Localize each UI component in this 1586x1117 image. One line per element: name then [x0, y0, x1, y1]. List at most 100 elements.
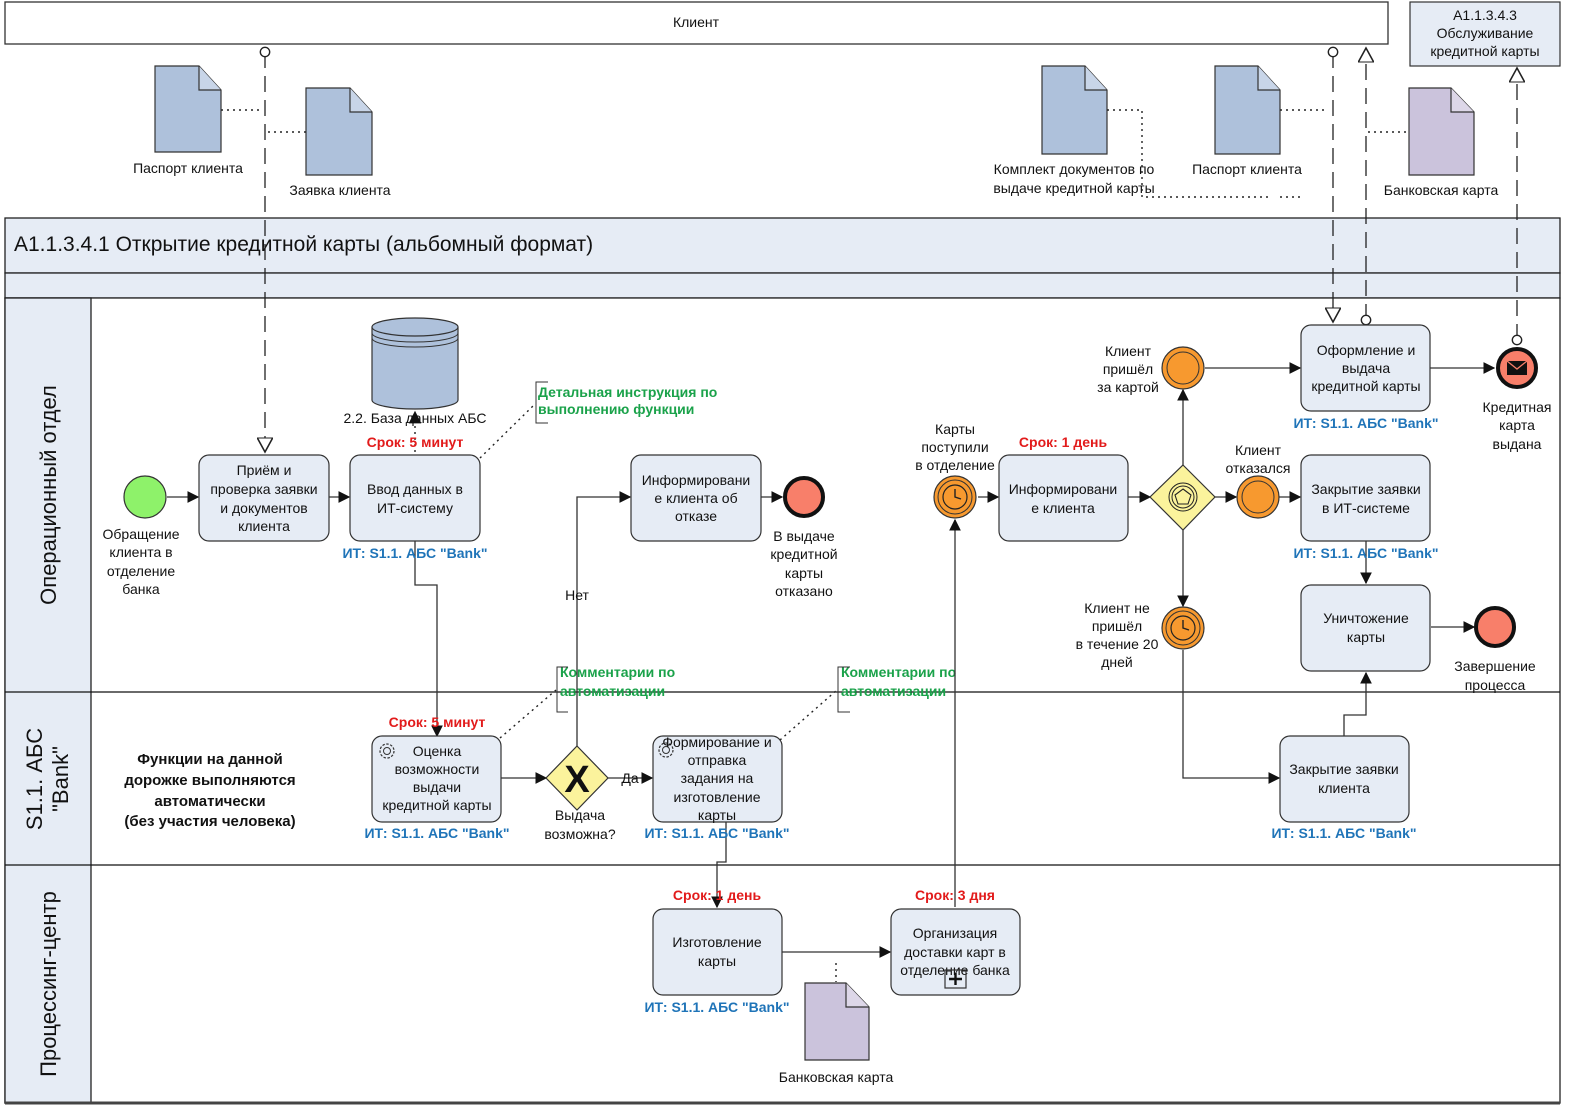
task-label: ИТ-систему — [377, 500, 453, 516]
end-event-card-issued[interactable]: Кредитная карта выдана — [1483, 347, 1552, 452]
timer-event-client-not-came[interactable]: Клиент не пришёл в течение 20 дней — [1076, 600, 1205, 670]
task-inform-client[interactable]: Информировани е клиента Срок: 1 день — [998, 434, 1129, 542]
automatic-lane-note: Функции на данной дорожке выполняются ав… — [124, 751, 295, 830]
start-event[interactable]: Обращение клиента в отделение банка — [103, 475, 180, 597]
linked-process-line: кредитной карты — [1430, 43, 1539, 59]
task-assess[interactable]: Оценка возможности выдачи кредитной карт… — [364, 714, 509, 841]
it-system-label: ИТ: S1.1. АБС "Bank" — [342, 545, 487, 561]
task-make-card[interactable]: Изготовление карты Срок: 1 день ИТ: S1.1… — [644, 887, 789, 1015]
event-label: отказано — [775, 583, 833, 599]
document-label: Банковская карта — [779, 1069, 894, 1085]
event-label: кредитной — [770, 546, 837, 562]
annotation-text: выполнению функции — [538, 401, 694, 417]
flow — [1182, 650, 1281, 784]
event-label: Клиент — [1235, 442, 1282, 458]
event-label: отделение — [107, 563, 175, 579]
document-bank-card-top[interactable]: Банковская карта — [1384, 87, 1499, 198]
task-destroy[interactable]: Уничтожение карты — [1300, 584, 1431, 672]
end-event-refused[interactable]: В выдаче кредитной карты отказано — [770, 476, 838, 599]
annotation-text: автоматизации — [841, 683, 946, 699]
document-label: Паспорт клиента — [133, 160, 243, 176]
association — [499, 689, 557, 739]
database-label: 2.2. База данных АБС — [343, 410, 486, 426]
task-label: Приём и — [237, 462, 292, 478]
event-label: дней — [1101, 654, 1133, 670]
task-label: карты — [698, 807, 736, 823]
task-delivery[interactable]: Организация доставки карт в отделение ба… — [890, 887, 1021, 996]
task-label: кредитной карты — [382, 797, 491, 813]
deadline-label: Срок: 5 минут — [389, 714, 486, 730]
sequence-flows — [167, 362, 1496, 958]
pentagon-icon — [1174, 488, 1192, 505]
association — [779, 689, 838, 741]
task-label: выдачи — [413, 779, 461, 795]
document-application[interactable]: Заявка клиента — [289, 87, 391, 198]
client-pool[interactable]: Клиент — [4, 1, 1389, 45]
client-pool-label: Клиент — [673, 14, 720, 30]
deadline-label: Срок: 1 день — [1019, 434, 1108, 450]
annotation-automation-1[interactable]: Комментарии по автоматизации — [556, 664, 675, 713]
task-input-data[interactable]: Ввод данных в ИТ-систему Срок: 5 минут И… — [342, 434, 487, 561]
document-passport-2[interactable]: Паспорт клиента — [1192, 65, 1302, 177]
task-label: Оценка — [413, 743, 462, 759]
task-close-it[interactable]: Закрытие заявки в ИТ-системе ИТ: S1.1. А… — [1293, 454, 1439, 561]
gateway-event-based[interactable] — [1149, 464, 1216, 531]
event-label: пришёл — [1092, 618, 1142, 634]
event-client-declined[interactable]: Клиент отказался — [1226, 442, 1291, 519]
document-label: Комплект документов по — [994, 161, 1155, 177]
association — [1107, 109, 1268, 198]
deadline-label: Срок: 1 день — [673, 887, 762, 903]
event-label: Клиент — [1105, 343, 1152, 359]
event-label: карта — [1499, 417, 1535, 433]
subprocess-plus-icon[interactable] — [944, 969, 967, 989]
it-system-label: ИТ: S1.1. АБС "Bank" — [644, 999, 789, 1015]
event-client-came[interactable]: Клиент пришёл за картой — [1097, 343, 1205, 395]
deadline-label: Срок: 5 минут — [367, 434, 464, 450]
task-label: Организация — [913, 925, 997, 941]
document-bank-card-bottom[interactable]: Банковская карта — [779, 982, 894, 1085]
end-event-process[interactable]: Завершение процесса — [1454, 606, 1536, 693]
task-inform-refusal[interactable]: Информировани е клиента об отказе — [630, 454, 762, 542]
event-label: карты — [785, 565, 823, 581]
annotation-instruction[interactable]: Детальная инструкция по выполнению функц… — [535, 381, 717, 424]
document-kit[interactable]: Комплект документов по выдаче кредитной … — [993, 65, 1155, 196]
it-system-label: ИТ: S1.1. АБС "Bank" — [644, 825, 789, 841]
gateway-exclusive[interactable]: X Выдача возможна? — [544, 745, 616, 842]
task-label: клиента — [238, 518, 290, 534]
flow — [1343, 671, 1372, 736]
it-system-label: ИТ: S1.1. АБС "Bank" — [1293, 415, 1438, 431]
it-system-label: ИТ: S1.1. АБС "Bank" — [364, 825, 509, 841]
lane-header-column — [4, 297, 92, 1104]
task-label: в ИТ-системе — [1322, 500, 1410, 516]
event-label: процесса — [1465, 677, 1526, 693]
timer-event-cards-arrived[interactable]: Карты поступили в отделение — [915, 421, 995, 519]
event-label: Обращение — [103, 526, 180, 542]
it-system-label: ИТ: S1.1. АБС "Bank" — [1271, 825, 1416, 841]
event-label: клиента в — [109, 544, 172, 560]
flow — [414, 541, 443, 738]
task-label: карты — [1347, 629, 1385, 645]
annotation-automation-2[interactable]: Комментарии по автоматизации — [837, 664, 956, 713]
task-close-request[interactable]: Закрытие заявки клиента ИТ: S1.1. АБС "B… — [1271, 735, 1417, 841]
gateway-label: возможна? — [544, 826, 615, 842]
lane-label-processing: Процессинг-центр — [36, 891, 61, 1077]
linked-process-box[interactable]: A1.1.3.4.3 Обслуживание кредитной карты — [1409, 1, 1561, 67]
event-label: банка — [122, 581, 160, 597]
task-label: проверка заявки — [210, 481, 317, 497]
document-passport-1[interactable]: Паспорт клиента — [133, 65, 243, 176]
task-label: Информировани — [1009, 481, 1118, 497]
event-label: Кредитная — [1483, 399, 1552, 415]
flow-label-yes: Да — [621, 770, 638, 786]
task-label: выдача — [1342, 360, 1390, 376]
task-form-task[interactable]: Формирование и отправка задания на изгот… — [644, 734, 789, 841]
task-label: Закрытие заявки — [1311, 481, 1420, 497]
task-receive[interactable]: Приём и проверка заявки и документов кли… — [198, 454, 330, 542]
linked-process-line: Обслуживание — [1437, 25, 1534, 41]
lane-label-operations: Операционный отдел — [36, 385, 61, 605]
task-issue-card[interactable]: Оформление и выдача кредитной карты ИТ: … — [1293, 324, 1439, 431]
task-label: Изготовление — [672, 934, 761, 950]
task-label: Уничтожение — [1323, 610, 1409, 626]
note-line: дорожке выполняются — [124, 772, 295, 789]
event-label: пришёл — [1103, 361, 1153, 377]
task-label: изготовление — [674, 789, 761, 805]
